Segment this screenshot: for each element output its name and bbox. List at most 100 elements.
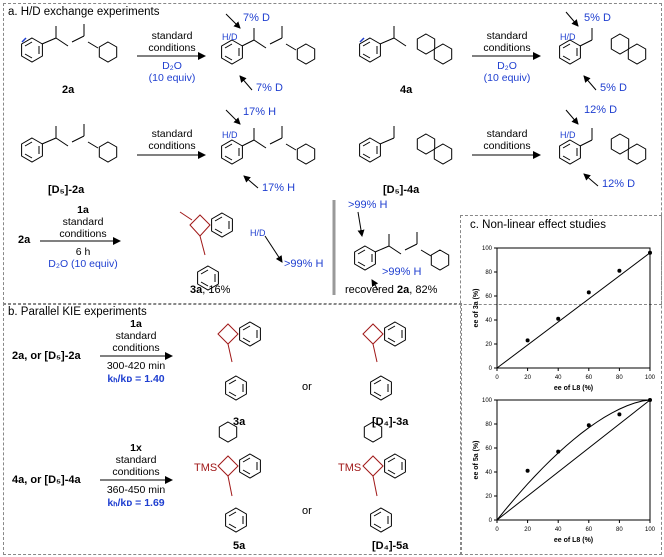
data-point — [586, 423, 591, 428]
product-row1-left — [221, 13, 316, 91]
cond-r3-3: 6 h — [75, 246, 91, 258]
data-point — [648, 398, 652, 402]
cond-b2-3: 360-450 min — [106, 484, 166, 496]
label-b-d4-3a: [D₄]-3a — [372, 416, 409, 428]
cond-r1l-4: (10 equiv) — [148, 72, 196, 84]
kie-b1: kₕ/kᴅ = 1.40 — [107, 373, 165, 385]
cond-r2l-1: standard — [151, 128, 193, 140]
label-r2l-hd: H/D — [222, 130, 238, 140]
label-b-or1: or — [302, 381, 312, 393]
label-d5-4a: [D₅]-4a — [383, 184, 420, 196]
label-2a: 2a — [62, 84, 75, 96]
x-tick-label: 60 — [585, 375, 592, 381]
fit-curve — [496, 399, 651, 521]
x-tick-label: 20 — [524, 375, 531, 381]
cond-r3-2: conditions — [59, 228, 107, 240]
data-point — [525, 468, 530, 473]
cond-r1l-2: conditions — [148, 42, 196, 54]
label-row3-yield: , 16% — [202, 284, 231, 296]
label-b-3a: 3a — [233, 416, 246, 428]
label-row3-99h: >99% H — [284, 258, 324, 270]
label-recovered-text: recovered — [345, 284, 397, 296]
label-r1l-hd: H/D — [222, 32, 238, 42]
y-axis-label: ee of 3a (%) — [473, 289, 480, 328]
molecule-d5-2a — [21, 124, 118, 163]
y-tick-label: 40 — [485, 318, 492, 324]
data-point — [648, 250, 652, 255]
label-r2l-top: 17% H — [243, 106, 277, 118]
cond-r1l-3: D₂O — [162, 60, 182, 72]
section-b-frame — [3, 303, 462, 555]
cond-r1r-1: standard — [486, 30, 528, 42]
kie-b2: kₕ/kᴅ = 1.69 — [107, 497, 165, 509]
product-row2-left — [221, 109, 316, 189]
data-point — [525, 338, 530, 343]
label-row3-hd: H/D — [250, 228, 266, 238]
cond-r2r-2: conditions — [483, 140, 531, 152]
data-point — [617, 268, 622, 273]
label-r1l-top: 7% D — [243, 12, 270, 24]
section-a-frame — [3, 3, 662, 305]
molecule-2a — [21, 24, 118, 63]
cond-b1-reagent: 1a — [130, 318, 142, 330]
cond-r2r-1: standard — [486, 128, 528, 140]
label-row3-product: 3a, 16% — [190, 284, 230, 296]
y-tick-label: 20 — [485, 342, 492, 348]
product-5a-b — [217, 453, 261, 533]
cond-r1r-3: D₂O — [497, 60, 517, 72]
cond-r3-4: D₂O (10 equiv) — [48, 258, 118, 270]
label-r1r-bottom: 5% D — [600, 82, 627, 94]
y-tick-label: 40 — [485, 470, 492, 476]
x-tick-label: 80 — [616, 375, 623, 381]
molecule-d5-4a — [359, 126, 453, 165]
x-axis-label: ee of L8 (%) — [554, 537, 593, 544]
data-point — [617, 412, 622, 417]
label-r2r-hd: H/D — [560, 130, 576, 140]
label-b-tms2: TMS — [338, 462, 362, 474]
arrow-99h — [264, 235, 283, 263]
fit-line — [496, 252, 651, 369]
molecule-4a — [359, 26, 453, 65]
cond-b1-3: 300-420 min — [106, 360, 166, 372]
recovered-2a — [354, 211, 450, 291]
data-point — [586, 290, 591, 295]
plot-frame — [496, 247, 651, 369]
y-tick-label: 20 — [485, 494, 492, 500]
label-b-d4-5a: [D₄]-5a — [372, 540, 409, 552]
label-b-tms1: TMS — [194, 462, 218, 474]
x-tick-label: 100 — [645, 527, 656, 533]
x-tick-label: 80 — [616, 527, 623, 533]
y-tick-label: 60 — [485, 446, 492, 452]
x-tick-label: 40 — [555, 375, 562, 381]
label-rec-top: >99% H — [348, 199, 388, 211]
label-recovered-yield: , 82% — [409, 284, 438, 296]
plot-frame — [496, 399, 651, 521]
y-tick-label: 100 — [482, 246, 493, 252]
label-r1r-top: 5% D — [584, 12, 611, 24]
x-tick-label: 0 — [495, 527, 499, 533]
x-tick-label: 60 — [585, 527, 592, 533]
data-point — [556, 316, 561, 321]
x-tick-label: 0 — [495, 375, 499, 381]
y-tick-label: 80 — [485, 270, 492, 276]
product-3a-b — [217, 321, 261, 401]
label-r2l-bottom: 17% H — [262, 182, 296, 194]
product-d4-3a-b — [362, 321, 406, 401]
label-r1r-hd: H/D — [560, 32, 576, 42]
x-tick-label: 40 — [555, 527, 562, 533]
label-d5-2a: [D₅]-2a — [48, 184, 85, 196]
y-tick-label: 0 — [489, 366, 493, 372]
label-b-row2-start: 4a, or [D₅]-4a — [12, 474, 81, 486]
product-3a-row3 — [179, 211, 233, 291]
label-b-5a: 5a — [233, 540, 246, 552]
cond-r1r-2: conditions — [483, 42, 531, 54]
y-axis-label: ee of 5a (%) — [473, 441, 480, 480]
cond-r1r-4: (10 equiv) — [483, 72, 531, 84]
product-row1-right — [559, 11, 647, 91]
y-tick-label: 80 — [485, 422, 492, 428]
cond-r1l-1: standard — [151, 30, 193, 42]
label-b-row1-start: 2a, or [D₅]-2a — [12, 350, 81, 362]
